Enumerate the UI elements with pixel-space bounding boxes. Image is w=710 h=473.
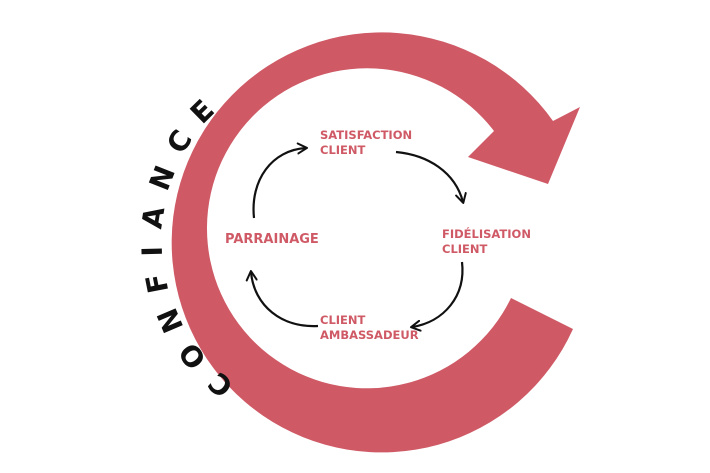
node-parrainage-line1: PARRAINAGE <box>225 232 319 247</box>
node-parrainage: PARRAINAGE <box>225 232 319 247</box>
node-ambassadeur-line2: AMBASSADEUR <box>320 328 419 342</box>
arrow-parrainage-to-satisfaction <box>252 142 308 219</box>
node-satisfaction-client: SATISFACTION CLIENT <box>320 128 412 157</box>
node-satisfaction-line2: CLIENT <box>320 143 366 157</box>
arrow-satisfaction-to-fidelisation <box>395 150 467 204</box>
node-fidelisation-client: FIDÉLISATION CLIENT <box>442 226 531 256</box>
confiance-ring <box>171 32 580 453</box>
arrow-fidelisation-to-ambassadeur <box>410 261 464 332</box>
node-fidelisation-line1: FIDÉLISATION <box>442 226 531 241</box>
node-satisfaction-line1: SATISFACTION <box>320 128 412 142</box>
node-client-ambassadeur: CLIENT AMBASSADEUR <box>320 313 419 342</box>
node-fidelisation-line2: CLIENT <box>442 242 488 256</box>
node-ambassadeur-line1: CLIENT <box>320 313 366 327</box>
arrow-ambassadeur-to-parrainage <box>245 270 319 328</box>
